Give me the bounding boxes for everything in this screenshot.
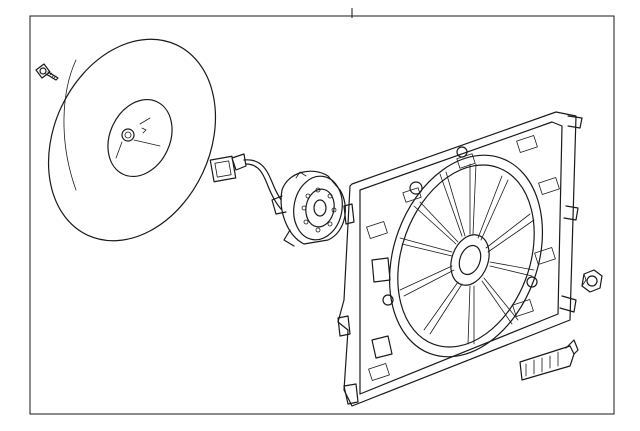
fan-motor-icon [271, 170, 346, 247]
hex-nut-icon [581, 269, 603, 293]
fan-shroud-icon [337, 111, 583, 407]
fan-blade-icon [47, 38, 217, 242]
motor-connector-icon [209, 153, 287, 211]
mounting-bolt-icon [35, 63, 59, 81]
clip-bracket-icon [519, 339, 579, 381]
diagram-frame [29, 15, 615, 415]
